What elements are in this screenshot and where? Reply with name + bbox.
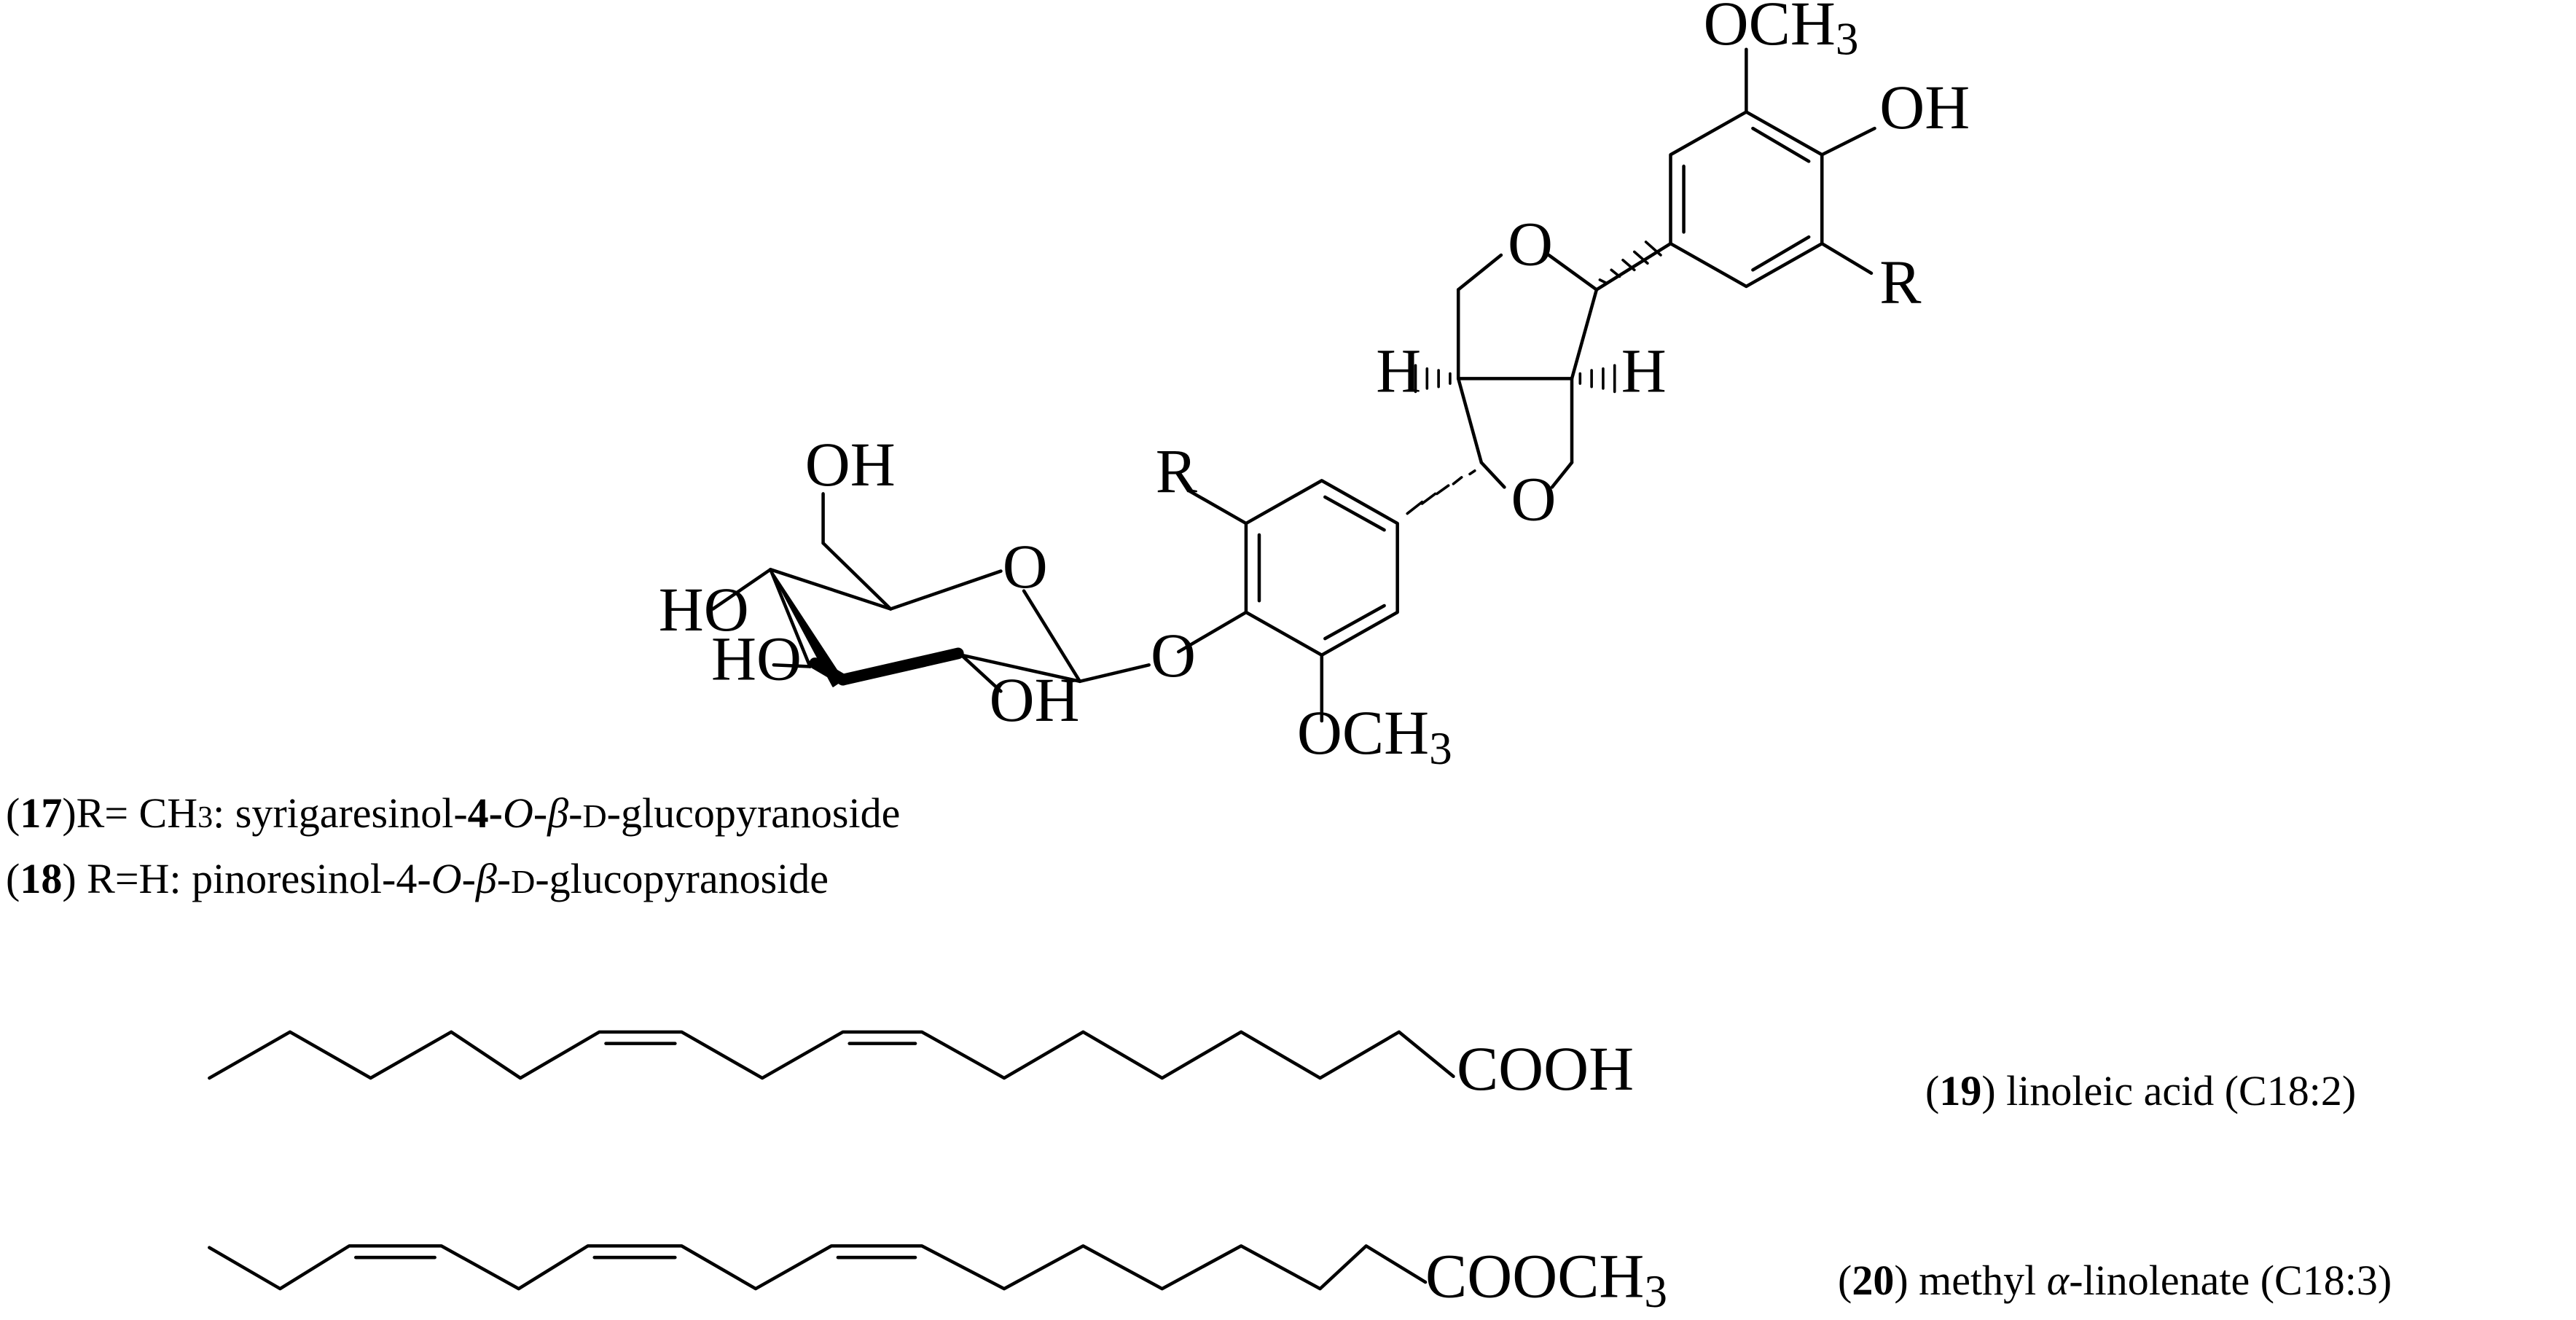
- cooch3-label: COOCH3: [1425, 1241, 1667, 1317]
- r-left-label: R: [1156, 437, 1198, 506]
- glucose-wedge: [770, 569, 844, 687]
- h-left-label: H: [1376, 336, 1421, 405]
- glucose-ho-c3-label: HO: [711, 625, 802, 694]
- linolenate-chain: [208, 1244, 1428, 1291]
- r-right-label: R: [1879, 247, 1922, 316]
- glucose-ring: [711, 492, 1151, 693]
- cooh-label: COOH: [1457, 1034, 1634, 1104]
- och3-top-label: OCH3: [1704, 0, 1859, 65]
- glucose-ho-c4-label: HO: [659, 575, 749, 644]
- hashed-wedge-c7: [1598, 241, 1662, 285]
- h-right-label: H: [1621, 336, 1667, 405]
- aryl-ring-top: [1669, 47, 1876, 289]
- glucose-ring-o-label: O: [1003, 532, 1048, 601]
- hashed-wedge-c7prime: [1406, 469, 1476, 515]
- glucose-ch2oh-label: OH: [805, 430, 896, 499]
- caption-compound-17: (17)R= CH3: syrigaresinol-4-O-β-D-glucop…: [6, 789, 901, 837]
- glucose-oh-c2-label: OH: [990, 665, 1080, 735]
- furofuran-core: [1456, 241, 1672, 489]
- aryl-ring-middle: [1177, 479, 1399, 723]
- o-furan-top-label: O: [1508, 210, 1553, 279]
- caption-compound-19: (19) linoleic acid (C18:2): [1925, 1067, 2357, 1114]
- o-furan-bottom-label: O: [1511, 465, 1556, 534]
- linoleic-acid-chain: [208, 1030, 1455, 1080]
- o-glycosidic-label: O: [1151, 621, 1196, 690]
- oh-top-label: OH: [1879, 73, 1970, 142]
- hashed-wedge-h-right: [1578, 364, 1616, 394]
- caption-compound-18: (18) R=H: pinoresinol-4-O-β-D-glucopyran…: [6, 855, 829, 902]
- caption-compound-20: (20) methyl α-linolenate (C18:3): [1838, 1257, 2392, 1304]
- hashed-wedge-h-left: [1414, 364, 1452, 394]
- och3-bottom-label: OCH3: [1297, 698, 1452, 774]
